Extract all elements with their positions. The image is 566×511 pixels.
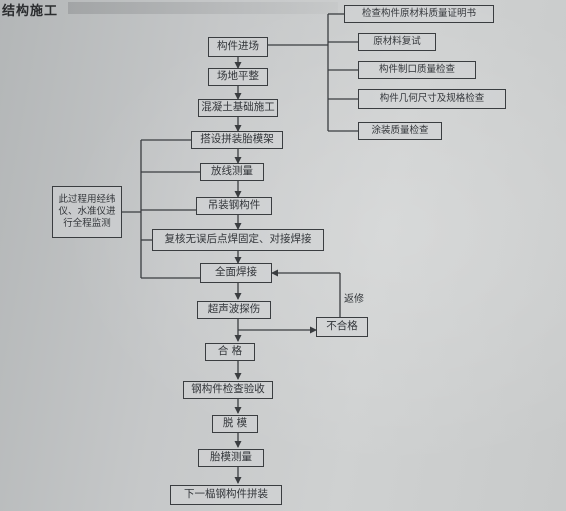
step-next-truss-assembly: 下一榀钢构件拼装 bbox=[170, 485, 282, 505]
step-concrete-foundation: 混凝土基础施工 bbox=[198, 99, 278, 117]
step-tack-and-butt-weld: 复核无误后点焊固定、对接焊接 bbox=[152, 229, 324, 251]
inspection-coating-quality: 涂装质量检查 bbox=[358, 122, 442, 140]
step-layout-survey: 放线测量 bbox=[200, 163, 264, 181]
step-ultrasonic-testing: 超声波探伤 bbox=[197, 301, 271, 319]
inspection-cut-quality: 构件制口质量检查 bbox=[358, 61, 476, 79]
step-steel-inspection-acceptance: 钢构件检查验收 bbox=[183, 381, 273, 399]
step-demolding: 脱 模 bbox=[212, 415, 258, 433]
inspection-geometry-spec: 构件几何尺寸及规格检查 bbox=[358, 89, 506, 109]
step-failed: 不合格 bbox=[316, 317, 368, 337]
header-rule bbox=[68, 2, 338, 14]
monitoring-note: 此过程用经纬仪、水准仪进行全程监测 bbox=[52, 186, 122, 238]
rework-label: 返修 bbox=[344, 294, 364, 305]
step-hoist-steel-members: 吊装钢构件 bbox=[196, 197, 272, 215]
step-mold-measurement: 胎模测量 bbox=[198, 449, 264, 467]
inspection-material-retest: 原材料复试 bbox=[358, 33, 436, 51]
step-site-leveling: 场地平整 bbox=[208, 68, 268, 86]
step-erect-assembly-frame: 搭设拼装胎模架 bbox=[191, 131, 283, 149]
inspection-material-certificate: 检查构件原材料质量证明书 bbox=[344, 5, 494, 23]
section-heading: 结构施工 bbox=[2, 4, 59, 19]
step-full-welding: 全面焊接 bbox=[200, 263, 272, 283]
step-qualified: 合 格 bbox=[205, 343, 255, 361]
step-component-arrival: 构件进场 bbox=[208, 37, 268, 57]
